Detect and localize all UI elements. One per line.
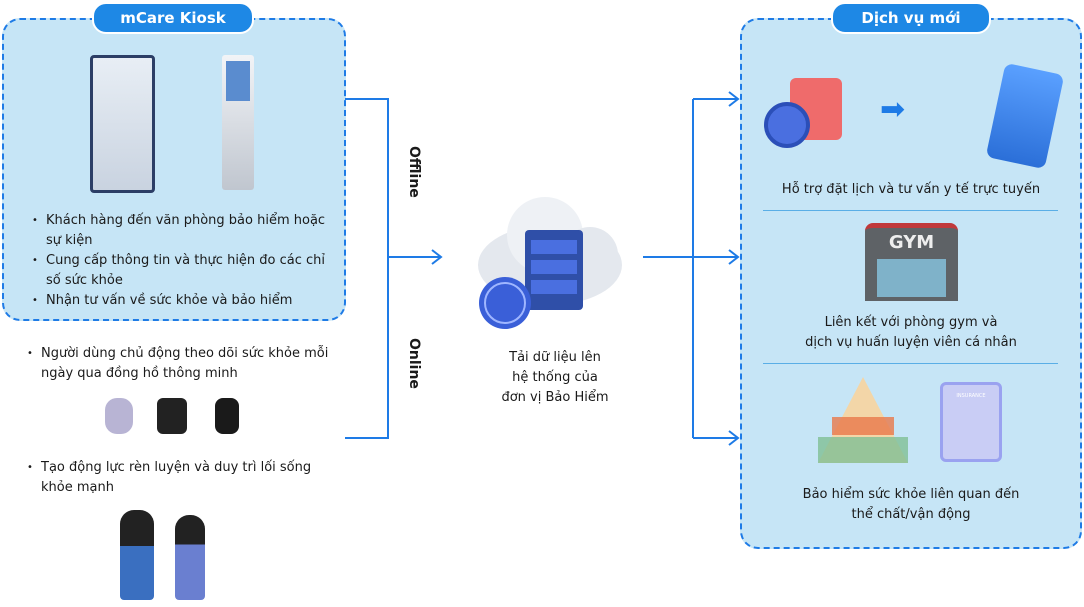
- band-icon: [215, 398, 239, 434]
- insurance-clipboard-icon: INSURANCE: [940, 382, 1002, 462]
- kiosk-stand-image: [222, 55, 254, 190]
- bullet: Nhận tư vấn về sức khỏe và bảo hiểm: [32, 291, 332, 311]
- kiosk-machine-image: [90, 55, 155, 193]
- bullet: Người dùng chủ động theo dõi sức khỏe mỗ…: [27, 344, 337, 384]
- label-line: thể chất/vận động: [851, 507, 971, 522]
- caption-line: đơn vị Bảo Hiểm: [501, 390, 609, 405]
- bullet: Khách hàng đến văn phòng bảo hiểm hoặc s…: [32, 211, 332, 251]
- service-gym-label: Liên kết với phòng gym và dịch vụ huấn l…: [745, 313, 1077, 353]
- gym-building-icon: GYM: [865, 223, 958, 301]
- divider: [763, 210, 1058, 211]
- caption-line: hệ thống của: [512, 370, 598, 385]
- kiosk-title: mCare Kiosk: [92, 2, 254, 34]
- service-online-label: Hỗ trợ đặt lịch và tư vấn y tế trực tuyế…: [781, 182, 1041, 197]
- kiosk-bullets: Khách hàng đến văn phòng bảo hiểm hoặc s…: [32, 211, 332, 311]
- services-title: Dịch vụ mới: [831, 2, 991, 34]
- food-pyramid-icon: [818, 377, 908, 463]
- online-bullet-1: Người dùng chủ động theo dõi sức khỏe mỗ…: [27, 344, 337, 384]
- label-line: Liên kết với phòng gym và: [824, 315, 998, 330]
- divider: [763, 363, 1058, 364]
- cloud-server-icon: [478, 197, 622, 329]
- watch-icon: [157, 398, 187, 434]
- caption-line: Tải dữ liệu lên: [509, 350, 601, 365]
- online-bullet-2: Tạo động lực rèn luyện và duy trì lối số…: [27, 458, 337, 498]
- cloud-caption: Tải dữ liệu lên hệ thống của đơn vị Bảo …: [470, 348, 640, 408]
- doc-title: INSURANCE: [956, 393, 986, 399]
- watch-icon: [105, 398, 133, 434]
- online-label: Online: [406, 338, 422, 389]
- offline-label: Offline: [406, 146, 422, 198]
- gym-sign: GYM: [888, 232, 935, 253]
- bullet: Cung cấp thông tin và thực hiện đo các c…: [32, 251, 332, 291]
- label-line: Bảo hiểm sức khỏe liên quan đến: [802, 487, 1020, 502]
- bullet: Tạo động lực rèn luyện và duy trì lối số…: [27, 458, 337, 498]
- service-insurance-label: Bảo hiểm sức khỏe liên quan đến thể chất…: [745, 485, 1077, 525]
- arrow-right-icon: ➡: [880, 92, 906, 127]
- label-line: dịch vụ huấn luyện viên cá nhân: [805, 335, 1017, 350]
- clock-icon: [764, 102, 810, 148]
